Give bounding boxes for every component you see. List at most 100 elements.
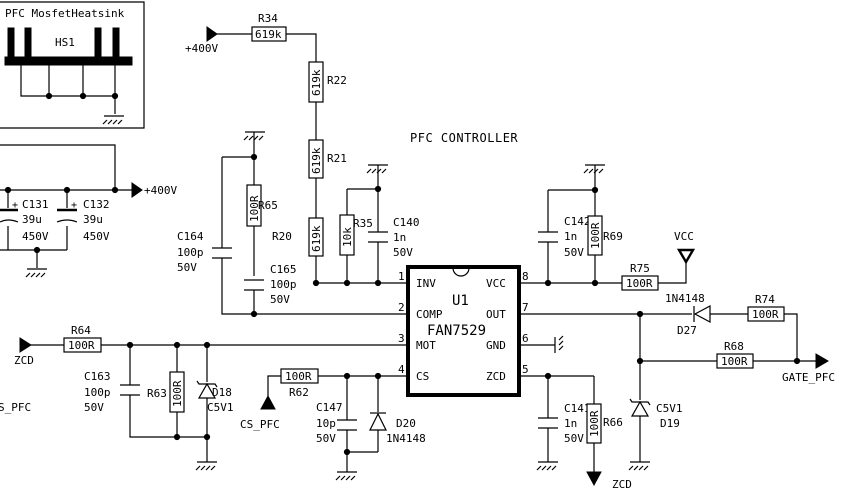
r20-ref: R20	[272, 230, 292, 243]
junction-dot	[45, 92, 53, 100]
ground-symbol	[243, 131, 265, 141]
ground-symbol	[536, 461, 558, 471]
zcd-port-symbol	[586, 471, 602, 487]
junction-dot	[79, 92, 87, 100]
pin-zcd-num: 5	[522, 363, 529, 376]
c165-ref: C165	[270, 263, 297, 276]
c132-value: 39u	[83, 213, 103, 226]
d19-ref: D19	[660, 417, 680, 430]
capacitor-c141-plates	[538, 417, 558, 429]
net-label-zcd-bottom: ZCD	[612, 478, 632, 491]
r69-ref: R69	[603, 230, 623, 243]
r22-value: 619k	[310, 69, 323, 96]
capacitor-c147-plates	[337, 419, 357, 431]
c163-value: 100p	[84, 386, 111, 399]
svg-text:+: +	[71, 200, 77, 211]
c141-ref: C141	[564, 402, 591, 415]
c164-ref: C164	[177, 230, 204, 243]
heatsink-block: PFC MosfetHeatsink HS1	[0, 1, 145, 129]
output-port-symbol	[815, 353, 829, 369]
c165-voltage: 50V	[270, 293, 290, 306]
pin-gnd-name: GND	[486, 339, 506, 352]
pin-mot-num: 3	[398, 332, 405, 345]
r66-value: 100R	[588, 410, 601, 437]
c163-voltage: 50V	[84, 401, 104, 414]
pin-vcc-num: 8	[522, 270, 529, 283]
r62-value: 100R	[285, 370, 312, 383]
comp-network: 100R R65 C164 100p 50V C165 100p 50V	[177, 131, 400, 318]
resistor-r74	[747, 306, 785, 322]
resistor-r66	[586, 403, 602, 444]
r22-ref: R22	[327, 74, 347, 87]
d18-ref: D18	[212, 386, 232, 399]
resistor-r69	[587, 215, 603, 256]
net-label-zcd-left: ZCD	[14, 354, 34, 367]
pin-mot-name: MOT	[416, 339, 436, 352]
mot-network: ZCD R64 100R C163 100p 50V 100R R63 D18 …	[0, 324, 400, 471]
ic-fan7529: U1 FAN7529 INV COMP MOT CS VCC OUT GND Z…	[398, 265, 529, 397]
r68-value: 100R	[721, 355, 748, 368]
c131-ref: C131	[22, 198, 49, 211]
pin-inv-name: INV	[416, 277, 436, 290]
junction-dot	[111, 92, 119, 100]
r68-ref: R68	[724, 340, 744, 353]
r75-ref: R75	[630, 262, 650, 275]
power-port-symbol	[206, 26, 218, 42]
capacitor-c165-plates	[244, 279, 264, 291]
capacitor-c163-plates	[120, 384, 140, 396]
net-label-400v-top: +400V	[185, 42, 218, 55]
c140-voltage: 50V	[393, 246, 413, 259]
net-label-cs-pfc: CS_PFC	[240, 418, 280, 431]
resistor-r75	[621, 275, 659, 291]
c142-ref: C142	[564, 215, 591, 228]
resistor-r34: R34 619k	[251, 12, 287, 42]
zcd-network: C141 1n 50V 100R R66 ZCD	[536, 372, 632, 491]
ic-ref: U1	[452, 293, 469, 309]
r64-ref: R64	[71, 324, 91, 337]
c141-value: 1n	[564, 417, 577, 430]
zener-d19	[629, 398, 651, 417]
r20-value: 619k	[310, 225, 323, 252]
c131-value: 39u	[22, 213, 42, 226]
diode-d20	[369, 412, 387, 431]
resistor-r22: R22 619k	[308, 61, 347, 103]
r69-value: 100R	[589, 222, 602, 249]
r35-ref: R35	[353, 217, 373, 230]
pin-comp-num: 2	[398, 301, 405, 314]
r62-ref: R62	[289, 386, 309, 399]
ic-part: FAN7529	[427, 323, 486, 339]
pin-inv-num: 1	[398, 270, 405, 283]
ground-symbol	[25, 268, 47, 278]
ground-symbol	[195, 461, 217, 471]
net-label-vcc: VCC	[674, 230, 694, 243]
c147-ref: C147	[316, 401, 343, 414]
ground-symbol	[102, 115, 124, 125]
d19-value: C5V1	[656, 402, 683, 415]
zener-d18	[196, 380, 218, 399]
r66-ref: R66	[603, 416, 623, 429]
pin-vcc-name: VCC	[486, 277, 506, 290]
net-label-gate-pfc: GATE_PFC	[782, 371, 835, 384]
c164-voltage: 50V	[177, 261, 197, 274]
power-port-symbol	[131, 182, 143, 198]
r21-value: 619k	[310, 147, 323, 174]
c132-voltage: 450V	[83, 230, 110, 243]
r74-ref: R74	[755, 293, 775, 306]
net-label-cs-pfc-left: S_PFC	[0, 401, 31, 414]
net-400v-top: +400V	[185, 26, 218, 55]
c140-ref: C140	[393, 216, 420, 229]
r34-ref: R34	[258, 12, 278, 25]
resistor-r65	[246, 184, 262, 227]
pin-cs-num: 4	[398, 363, 405, 376]
d20-value: 1N4148	[386, 432, 426, 445]
heatsink-symbol	[4, 27, 133, 66]
capacitor-c164-plates	[212, 247, 232, 259]
ground-symbol	[335, 471, 357, 481]
c147-value: 10p	[316, 417, 336, 430]
d18-value: C5V1	[207, 401, 234, 414]
diode-d27	[693, 305, 711, 323]
r63-ref: R63	[147, 387, 167, 400]
r75-value: 100R	[626, 277, 653, 290]
resistor-r64	[63, 337, 102, 353]
